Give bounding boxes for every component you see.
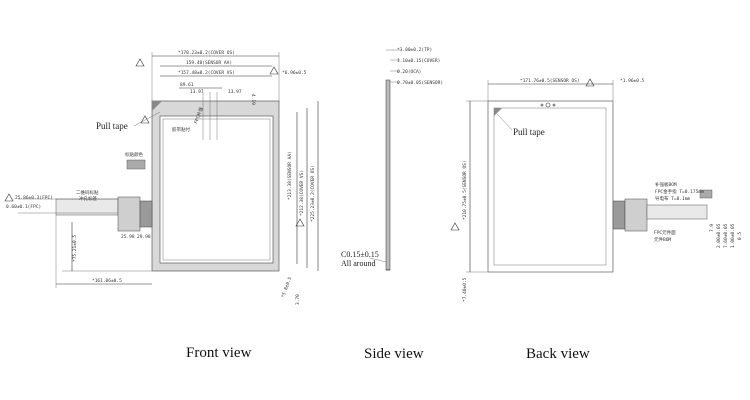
dim-d3: 13.97: [228, 89, 242, 95]
note-punch: 冲孔标签: [79, 195, 97, 202]
dim-sensor-aa-width: 159.48(SENSOR AA): [186, 60, 232, 66]
dim-side-sensor: 0.70±0.05(SENSOR): [397, 80, 443, 86]
front-view-title: Front view: [186, 345, 252, 361]
front-pull-tape-label: Pull tape: [96, 121, 128, 131]
dim-d2: 13.97: [190, 89, 204, 95]
dim-d1: 89.61: [180, 82, 194, 88]
note-component-bom: 元件BOM: [654, 236, 671, 243]
dim-fpc-top: 25.86±0.3(FPC): [15, 195, 53, 201]
side-chamfer-sub: All around: [341, 259, 375, 268]
note-gold-finger: FPC金手指 T=0.175mm: [655, 188, 704, 195]
dim-left-vertical: *75.21±0.5: [72, 235, 78, 262]
dim-bottom-b: *5.8±0.5: [280, 276, 293, 299]
warning-triangle-icon: [269, 66, 279, 75]
dim-fpc2: 2.00±0.05: [716, 223, 722, 248]
side-chamfer-label: C0.15±0.15: [341, 250, 379, 259]
warning-triangle-icon: [140, 115, 150, 124]
dim-back-lower: *7.40±0.5: [462, 277, 468, 302]
chamfer-leader: [369, 257, 387, 263]
warning-triangle-icon: [295, 218, 305, 227]
back-view: Pull tape *171.76±0.5(SENSOR OS) *1.96±0…: [450, 78, 743, 362]
dim-fpc-b: 29.90: [137, 234, 151, 240]
pull-tape-tab: [152, 101, 162, 111]
front-fpc-hatch: [139, 200, 153, 228]
dim-bottom-width: *161.06±0.5: [92, 278, 122, 284]
dim-cover-os-width: *170.23±0.2(COVER OS): [178, 50, 235, 56]
back-pull-tape-label: Pull tape: [513, 127, 545, 137]
dim-side-oca: 0.20(OCA): [397, 69, 421, 75]
note-conductive-cloth: 导电布 T=0.1mm: [655, 195, 690, 202]
warning-triangle-icon: [135, 58, 145, 67]
dim-fpc-a: 25.98: [121, 234, 135, 240]
side-view: *3.00±0.2(TP) 1.10±0.15(COVER) 0.20(OCA)…: [341, 47, 443, 362]
dim-cover-os-height: *225.23±0.2(COVER OS): [310, 165, 316, 222]
dim-back-width: *171.76±0.5(SENSOR OS): [520, 78, 580, 84]
back-locator-icon: [540, 103, 544, 107]
front-fpc-connector: [117, 196, 141, 232]
back-fpc-connector: [624, 198, 648, 232]
back-view-title: Back view: [526, 346, 590, 362]
back-sensor-outline: [487, 100, 614, 273]
note-fpc-component-side: FPC元件面: [654, 229, 676, 236]
note-stiffener-bom: 补强板BOM: [655, 181, 677, 188]
back-pull-tape-tab: [494, 108, 502, 116]
back-fpc-hatch: [612, 200, 626, 230]
dim-offset-right: *6.96±0.5: [282, 70, 307, 76]
back-locator-icon: [552, 103, 556, 107]
front-sensor-aa: [162, 118, 271, 261]
dim-d4: 4.19: [250, 94, 256, 105]
back-pull-tape-leader: [496, 113, 513, 131]
dim-fpc4: 1.00±0.05: [730, 223, 736, 248]
dim-cover-vs-width: *157.48±0.2(COVER VS): [178, 70, 235, 76]
back-fpc-stiffener: [699, 189, 713, 199]
dim-bottom-a: 3.70: [295, 294, 301, 305]
warning-triangle-icon: [585, 78, 595, 87]
dim-cover-vs-height: *212.38(COVER VS): [299, 170, 305, 216]
label-color-swatch: [126, 159, 146, 170]
front-view: *170.23±0.2(COVER OS) 159.48(SENSOR AA) …: [4, 50, 319, 361]
warning-triangle-icon: [4, 193, 14, 202]
note-tape: 胶带贴付: [172, 126, 190, 133]
pull-tape-leader: [133, 111, 161, 127]
side-profile: [385, 79, 391, 271]
front-view-area: [159, 115, 274, 264]
dim-back-offset: *1.96±0.5: [620, 78, 645, 84]
dim-back-height: *210.75±0.5(SENSOR OS): [462, 160, 468, 220]
dim-fpc1: 7.9: [709, 224, 715, 232]
note-qr-label: 二维码标贴: [76, 189, 99, 196]
dim-fpc5: 0.5: [737, 232, 743, 240]
dim-sensor-aa-height: *213.38(SENSOR AA): [287, 151, 293, 200]
dim-fpc3: 7.60±0.05: [723, 223, 729, 248]
side-view-title: Side view: [364, 346, 424, 362]
dim-side-cover: 1.10±0.15(COVER): [397, 58, 440, 64]
note-label-color: 标贴颜色: [125, 151, 143, 158]
back-fpc-tail: [646, 204, 708, 220]
dim-fpc-thickness: 0.60±0.1(FPC): [6, 204, 41, 210]
warning-triangle-icon: [450, 222, 460, 231]
back-inner-outline: [493, 107, 607, 266]
dim-side-tp: *3.00±0.2(TP): [397, 47, 432, 53]
back-locator-icon: [545, 102, 551, 108]
